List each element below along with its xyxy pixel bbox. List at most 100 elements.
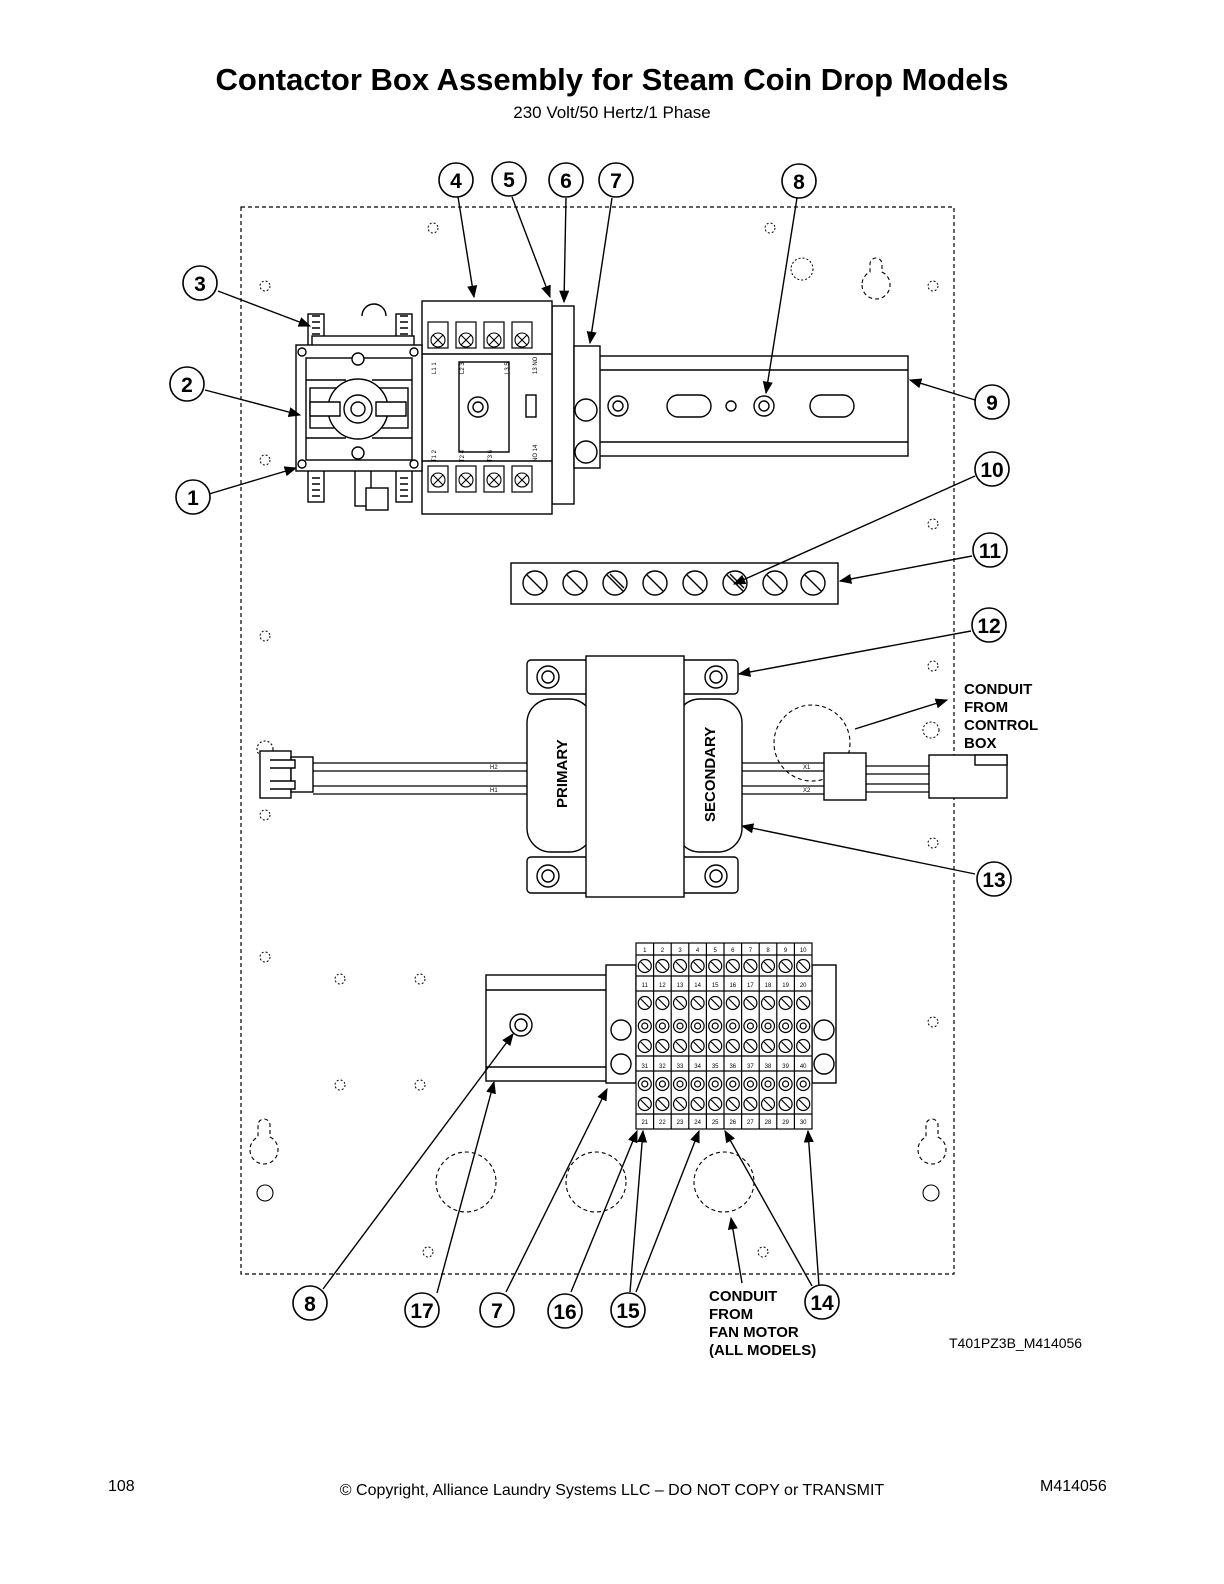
terminal-number: 16 bbox=[729, 983, 736, 989]
drawing-id: T401PZ3B_M414056 bbox=[949, 1335, 1082, 1351]
callout-7: 7 bbox=[610, 170, 622, 193]
terminal-screw-slot bbox=[710, 1099, 720, 1109]
wire-label-h1: H1 bbox=[490, 788, 498, 794]
contactor bbox=[421, 300, 553, 515]
terminal-screw-slot bbox=[675, 1099, 685, 1109]
terminal-number: 21 bbox=[641, 1120, 648, 1126]
callout-7-bottom: 7 bbox=[491, 1300, 503, 1323]
terminal-screw-slot bbox=[693, 1099, 703, 1109]
terminal-screw-center bbox=[729, 1022, 737, 1030]
terminal-screw-slot bbox=[657, 1041, 667, 1051]
terminal-screw-slot bbox=[693, 961, 703, 971]
callout-2: 2 bbox=[181, 374, 193, 397]
callout-12: 12 bbox=[977, 615, 1000, 638]
conduit-fan-line2: FROM bbox=[709, 1306, 753, 1323]
terminal-screw-center bbox=[764, 1022, 772, 1030]
terminal-screw-center bbox=[676, 1022, 684, 1030]
terminal-number: 12 bbox=[659, 983, 666, 989]
terminal-number: 34 bbox=[694, 1064, 701, 1070]
terminal-screw-slot bbox=[728, 1041, 738, 1051]
terminal-screw-slot bbox=[693, 1041, 703, 1051]
terminal-screw-center bbox=[799, 1080, 807, 1088]
terminal-number: 5 bbox=[714, 948, 718, 954]
terminal-screw-center bbox=[711, 1080, 719, 1088]
wire-label-x2: X2 bbox=[803, 788, 811, 794]
terminal-screw-slot bbox=[675, 1041, 685, 1051]
terminal-screw-slot bbox=[640, 1099, 650, 1109]
terminal-number: 35 bbox=[712, 1064, 719, 1070]
callout-11: 11 bbox=[979, 540, 1002, 563]
terminal-number: 10 bbox=[800, 948, 807, 954]
terminal-screw-slot bbox=[745, 1099, 755, 1109]
terminal-screw-slot bbox=[745, 1041, 755, 1051]
terminal-screw-center bbox=[641, 1022, 649, 1030]
terminal-number: 40 bbox=[800, 1064, 807, 1070]
terminal-number: 33 bbox=[677, 1064, 684, 1070]
terminal-screw-slot bbox=[657, 961, 667, 971]
callout-5: 5 bbox=[503, 169, 515, 192]
callout-17: 17 bbox=[410, 1300, 433, 1323]
contactor-terminal-top: 13 NO bbox=[533, 356, 539, 374]
terminal-screw-center bbox=[641, 1080, 649, 1088]
terminal-number: 26 bbox=[729, 1120, 736, 1126]
terminal-screw-slot bbox=[675, 998, 685, 1008]
terminal-number: 29 bbox=[782, 1120, 789, 1126]
terminal-number: 36 bbox=[729, 1064, 736, 1070]
conduit-control-line4: BOX bbox=[964, 735, 997, 752]
terminal-screw-center bbox=[746, 1080, 755, 1088]
wire-label-h2: H2 bbox=[490, 765, 498, 771]
terminal-screw-slot bbox=[763, 1099, 773, 1109]
terminal-number: 39 bbox=[782, 1064, 789, 1070]
callout-16: 16 bbox=[553, 1301, 576, 1324]
page-subtitle: 230 Volt/50 Hertz/1 Phase bbox=[513, 103, 711, 122]
terminal-screw-slot bbox=[745, 961, 755, 971]
terminal-screw-slot bbox=[781, 1099, 791, 1109]
contactor-terminal-top: L3 5 bbox=[505, 362, 511, 374]
terminal-screw-slot bbox=[781, 1041, 791, 1051]
terminal-number: 17 bbox=[747, 983, 754, 989]
terminal-screw-slot bbox=[728, 1099, 738, 1109]
conduit-control-line1: CONDUIT bbox=[964, 681, 1032, 698]
terminal-screw-slot bbox=[710, 998, 720, 1008]
terminal-number: 7 bbox=[749, 948, 753, 954]
panel-holes bbox=[259, 222, 940, 1258]
terminal-screw-slot bbox=[781, 998, 791, 1008]
terminal-screw-center bbox=[781, 1080, 790, 1088]
transformer bbox=[526, 655, 743, 898]
callout-14: 14 bbox=[810, 1292, 834, 1315]
terminal-screw-center bbox=[658, 1022, 667, 1030]
contactor-terminal-top: L2 3 bbox=[460, 362, 466, 374]
ground-terminal-strip bbox=[510, 562, 839, 605]
terminal-screw-slot bbox=[798, 998, 808, 1008]
contactor-terminal-bottom: T1 2 bbox=[432, 449, 438, 462]
contactor-terminal-bottom: T2 4 bbox=[460, 449, 466, 462]
callout-4: 4 bbox=[450, 170, 462, 193]
callout-13: 13 bbox=[982, 869, 1005, 892]
terminal-screw-center bbox=[676, 1080, 684, 1088]
terminal-screw-slot bbox=[798, 1041, 808, 1051]
callout-10: 10 bbox=[980, 459, 1003, 482]
copyright-notice: © Copyright, Alliance Laundry Systems LL… bbox=[339, 1482, 885, 1499]
din-rail-top bbox=[559, 355, 909, 457]
terminal-number: 9 bbox=[784, 948, 788, 954]
terminal-screw-center bbox=[711, 1022, 719, 1030]
terminal-screw-slot bbox=[781, 961, 791, 971]
terminal-number: 4 bbox=[696, 948, 700, 954]
contactor-terminal-bottom: NO 14 bbox=[533, 444, 539, 462]
terminal-number: 32 bbox=[659, 1064, 666, 1070]
conduit-control-line2: FROM bbox=[964, 699, 1008, 716]
keyhole-slots bbox=[249, 257, 947, 1165]
terminal-screw-slot bbox=[728, 961, 738, 971]
transformer-wires bbox=[313, 762, 929, 795]
terminal-screw-center bbox=[729, 1080, 737, 1088]
callout-3: 3 bbox=[194, 273, 206, 296]
terminal-number: 30 bbox=[800, 1120, 807, 1126]
terminal-number: 27 bbox=[747, 1120, 754, 1126]
terminal-number: 6 bbox=[731, 948, 735, 954]
terminal-number: 31 bbox=[641, 1064, 648, 1070]
terminal-number: 38 bbox=[765, 1064, 772, 1070]
leader-lines bbox=[198, 196, 976, 1294]
terminal-screw-slot bbox=[657, 1099, 667, 1109]
terminal-screw-slot bbox=[763, 998, 773, 1008]
